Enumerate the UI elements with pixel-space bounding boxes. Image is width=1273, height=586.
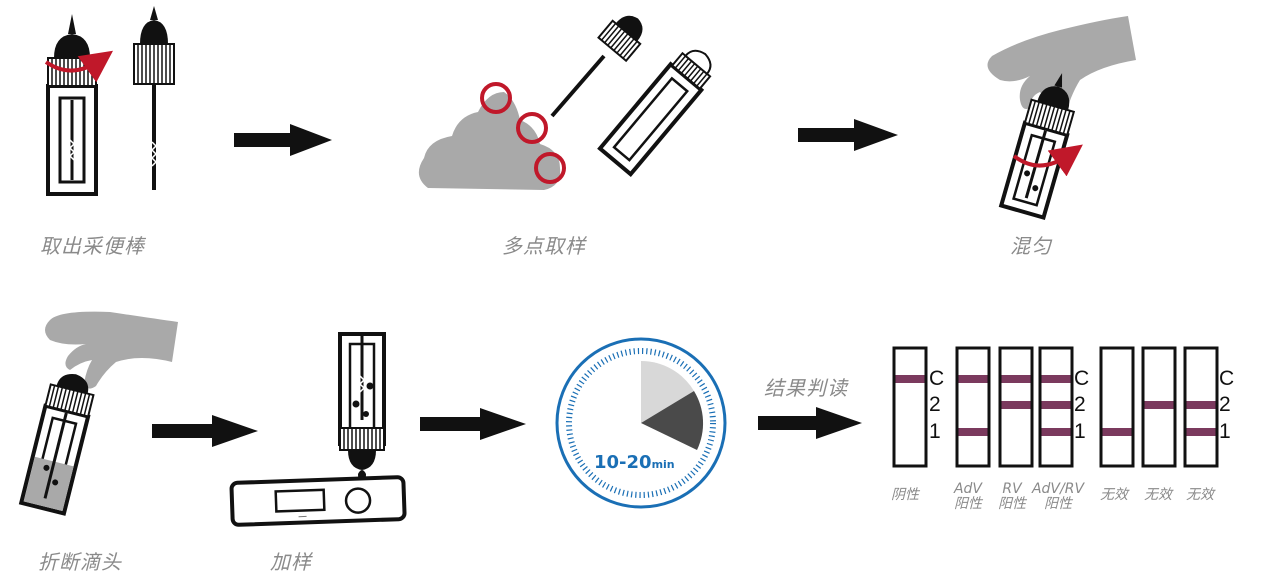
line-label-2: 2 — [929, 393, 941, 416]
result-band — [1102, 428, 1132, 436]
timer-readout: 10-20min — [594, 452, 675, 473]
result-band — [958, 428, 988, 436]
line-label-2: 2 — [1219, 393, 1231, 416]
flow-arrow-2 — [798, 119, 898, 151]
step2-caption: 多点取样 — [502, 234, 586, 258]
result-caption-line2: 阳性 — [998, 496, 1026, 512]
result-caption-line1: AdV/RV — [1031, 481, 1085, 497]
result-caption-adv-rv: AdV/RV 阳性 — [1028, 482, 1088, 512]
step5-caption: 加样 — [270, 550, 312, 574]
step1-illustration — [44, 6, 175, 196]
step4-caption: 折断滴头 — [38, 550, 122, 574]
result-caption-line2: 无效 — [1144, 487, 1172, 503]
line-label-c: C — [1219, 367, 1235, 390]
step4-illustration — [18, 311, 178, 516]
result-caption-line2: 阳性 — [1044, 496, 1072, 512]
step5-illustration — [229, 332, 407, 527]
result-caption-invalid-2: 无效 — [1138, 488, 1178, 503]
result-caption-line2: 无效 — [1100, 487, 1128, 503]
result-band — [1001, 401, 1031, 409]
result-caption-rv: RV 阳性 — [990, 482, 1034, 512]
result-strips — [892, 346, 1219, 468]
result-band — [895, 375, 925, 383]
result-band — [958, 375, 988, 383]
result-band — [1001, 375, 1031, 383]
line-label-1: 1 — [1219, 420, 1231, 443]
flow-arrow-3 — [152, 415, 258, 447]
line-label-2: 2 — [1074, 393, 1086, 416]
step1-caption: 取出采便棒 — [40, 234, 145, 258]
timer-unit: min — [651, 458, 675, 471]
result-caption-adv: AdV 阳性 — [944, 482, 992, 512]
result-strip — [892, 346, 928, 468]
result-caption-line1: RV — [1002, 481, 1022, 497]
flow-arrow-4 — [420, 408, 526, 440]
flow-arrow-5 — [758, 407, 862, 439]
line-label-c: C — [929, 367, 945, 390]
result-band — [1186, 401, 1216, 409]
result-caption-line2: 无效 — [1186, 487, 1214, 503]
result-band — [1041, 428, 1071, 436]
timer-range: 10-20 — [594, 452, 652, 473]
line-label-c: C — [1074, 367, 1090, 390]
flow-arrow-1 — [234, 124, 332, 156]
result-caption-invalid-3: 无效 — [1180, 488, 1220, 503]
result-strip — [1099, 346, 1135, 468]
result-band — [1186, 428, 1216, 436]
result-caption-line2: 阴性 — [891, 487, 919, 503]
reading-label: 结果判读 — [764, 376, 848, 400]
result-caption-invalid-1: 无效 — [1094, 488, 1134, 503]
result-caption-negative: 阴性 — [880, 488, 930, 503]
result-band — [1041, 375, 1071, 383]
result-band — [1041, 401, 1071, 409]
line-label-1: 1 — [929, 420, 941, 443]
step3-caption: 混匀 — [1010, 234, 1052, 258]
timer-illustration — [555, 337, 727, 509]
line-label-1: 1 — [1074, 420, 1086, 443]
step3-illustration — [987, 16, 1136, 221]
result-caption-line1: AdV — [953, 481, 983, 497]
result-caption-line2: 阳性 — [954, 496, 982, 512]
step2-illustration — [418, 15, 712, 190]
result-strip — [955, 346, 991, 468]
result-band — [1144, 401, 1174, 409]
